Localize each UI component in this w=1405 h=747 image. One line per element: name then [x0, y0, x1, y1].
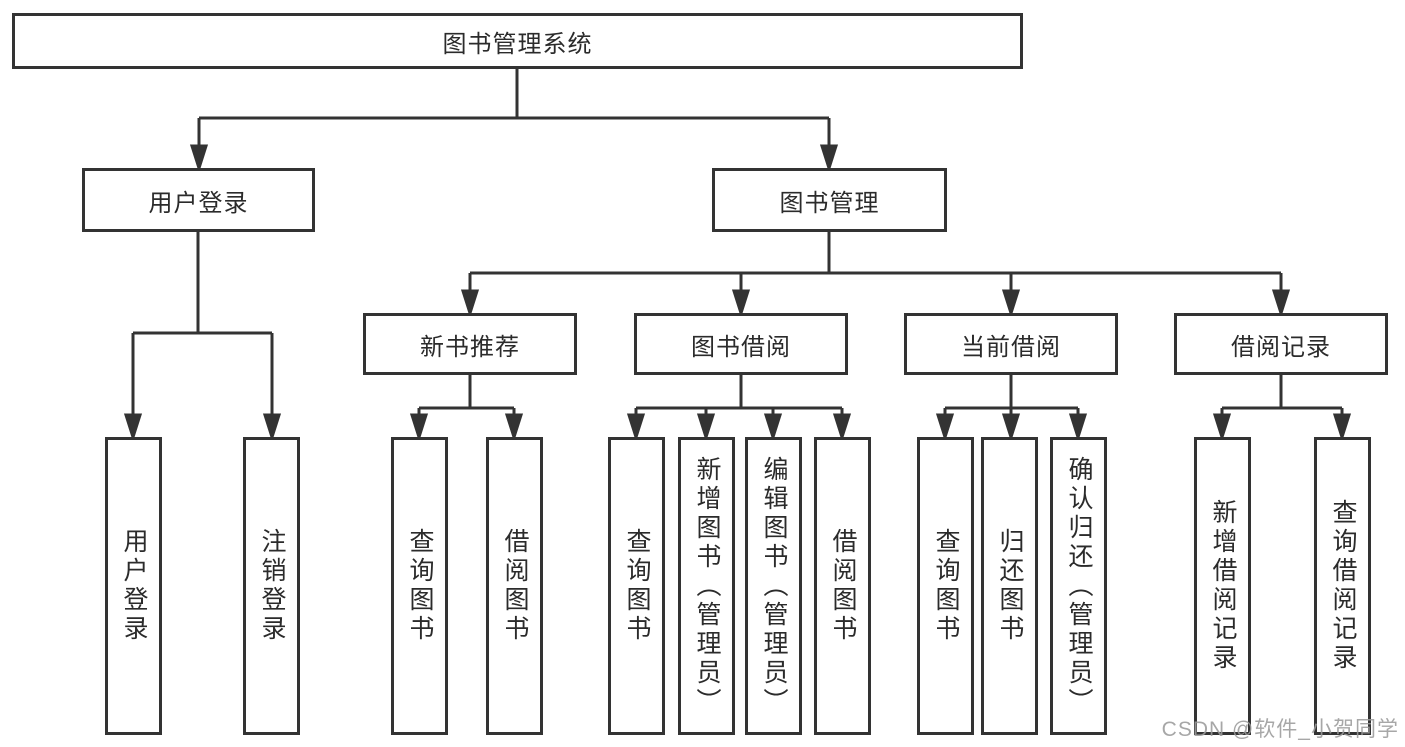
leaf-borrow-books-borrowing: 借阅图书	[814, 437, 871, 735]
leaf-confirm-return-admin: 确认归还（管理员）	[1050, 437, 1107, 735]
connector-borrowing-records-to-leaves	[1212, 375, 1352, 442]
connector-user-login-to-leaves	[123, 232, 282, 442]
connector-book-management-to-level3	[460, 232, 1291, 318]
leaf-query-borrowing-record: 查询借阅记录	[1314, 437, 1371, 735]
node-library-management-system: 图书管理系统	[12, 13, 1023, 69]
leaf-logout: 注销登录	[243, 437, 300, 735]
leaf-edit-books-admin: 编辑图书（管理员）	[745, 437, 802, 735]
csdn-watermark: CSDN @软件_小贺同学	[1161, 718, 1399, 741]
node-book-management: 图书管理	[712, 168, 947, 232]
node-current-borrowing: 当前借阅	[904, 313, 1118, 375]
leaf-query-books-recommend: 查询图书	[391, 437, 448, 735]
connector-root-to-level2	[189, 69, 839, 173]
node-user-login: 用户登录	[82, 168, 315, 232]
leaf-borrow-books-recommend: 借阅图书	[486, 437, 543, 735]
connector-book-borrowing-to-leaves	[626, 375, 852, 442]
leaf-query-books-current: 查询图书	[917, 437, 974, 735]
leaf-add-borrowing-record: 新增借阅记录	[1194, 437, 1251, 735]
leaf-query-books-borrowing: 查询图书	[608, 437, 665, 735]
leaf-add-books-admin: 新增图书（管理员）	[678, 437, 735, 735]
node-book-borrowing: 图书借阅	[634, 313, 848, 375]
leaf-return-books: 归还图书	[981, 437, 1038, 735]
connector-current-borrowing-to-leaves	[935, 375, 1088, 442]
leaf-user-login: 用户登录	[105, 437, 162, 735]
connector-new-book-to-leaves	[409, 375, 524, 442]
node-new-book-recommendation: 新书推荐	[363, 313, 577, 375]
node-borrowing-records: 借阅记录	[1174, 313, 1388, 375]
